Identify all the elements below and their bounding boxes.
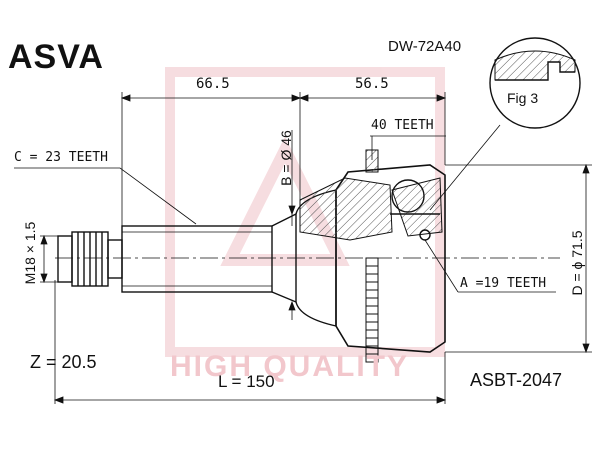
outer-teeth-label: 40 TEETH <box>371 118 434 133</box>
diameter-d-label: D = ϕ 71.5 <box>569 230 585 296</box>
part-number: DW-72A40 <box>388 38 462 55</box>
reference-number: ASBT-2047 <box>470 370 563 390</box>
abs-teeth-label: A =19 TEETH <box>460 276 547 291</box>
thread-label: M18 × 1.5 <box>22 221 38 285</box>
length-label: L = 150 <box>218 372 275 391</box>
abs-ring <box>365 257 379 363</box>
diameter-b-label: B = Ø 46 <box>278 130 294 186</box>
dimension-top-left: 66.5 <box>196 76 230 92</box>
figure-label: Fig 3 <box>507 90 539 106</box>
z-dimension-label: Z = 20.5 <box>30 352 97 372</box>
shaft-teeth-label: C = 23 TEETH <box>14 150 108 165</box>
fig3-detail <box>489 37 581 129</box>
thread-end <box>57 231 123 287</box>
leader-lines <box>14 124 556 293</box>
watermark-tagline: HIGH QUALITY <box>170 350 409 383</box>
cv-housing <box>299 149 446 353</box>
dimension-top-right: 56.5 <box>355 76 389 92</box>
brand-logo-text: ASVA <box>8 38 104 76</box>
dimension-lines <box>40 92 592 404</box>
